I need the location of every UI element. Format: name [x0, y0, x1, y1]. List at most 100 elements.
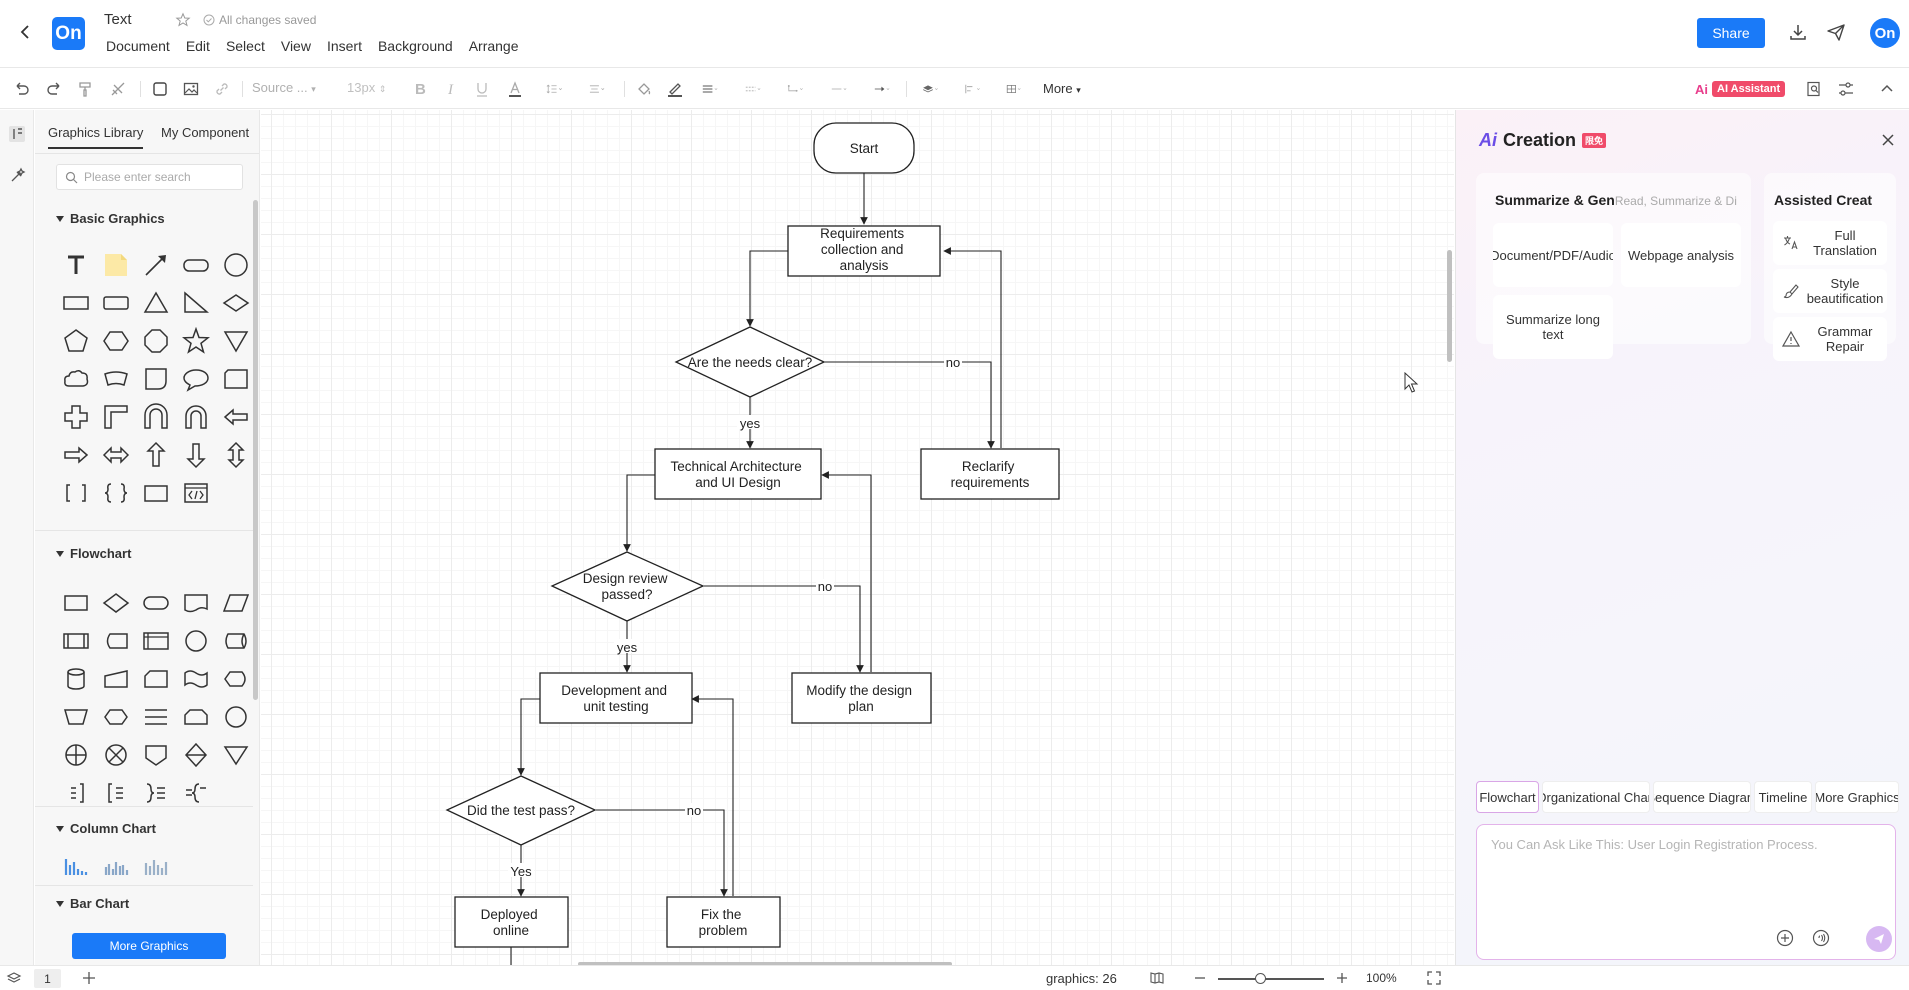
rectangle-shape[interactable]	[56, 284, 96, 322]
magic-icon[interactable]	[7, 166, 27, 186]
edge-test-fix[interactable]	[596, 809, 728, 897]
on-page-connector-shape[interactable]	[216, 698, 256, 736]
diamond-shape[interactable]	[216, 284, 256, 322]
edge-review-modify[interactable]	[704, 585, 864, 673]
triangle-shape[interactable]	[136, 284, 176, 322]
sort-shape[interactable]	[176, 736, 216, 774]
zoom-slider-handle[interactable]	[1254, 973, 1266, 984]
edge-modify-tech[interactable]	[821, 471, 872, 672]
chip-flowchart[interactable]: Flowchart	[1476, 781, 1539, 813]
down-arrow-shape[interactable]	[176, 436, 216, 474]
node-reclarify[interactable]: Reclarify requirements	[920, 448, 1060, 500]
line-color-button[interactable]	[665, 79, 685, 99]
left-arrow-shape[interactable]	[216, 398, 256, 436]
italic-button[interactable]: I	[441, 79, 461, 99]
fullscreen-icon[interactable]	[1426, 970, 1442, 986]
menu-edit[interactable]: Edit	[185, 38, 210, 54]
send-icon[interactable]	[1826, 22, 1846, 42]
rounded-rect2-shape[interactable]	[96, 284, 136, 322]
manual-operation-shape[interactable]	[56, 698, 96, 736]
chip-more-graphics[interactable]: More Graphics	[1815, 781, 1899, 813]
canvas-vertical-scrollbar[interactable]	[1447, 250, 1452, 362]
node-start[interactable]: Start	[813, 122, 915, 174]
text-shape[interactable]	[56, 246, 96, 284]
process-shape[interactable]	[56, 584, 96, 622]
line-width-button[interactable]	[695, 79, 725, 99]
pentagon-shape[interactable]	[56, 322, 96, 360]
tile-summarize-long-text[interactable]: Summarize long text	[1493, 295, 1613, 359]
ai-assistant-button[interactable]: Ai AI Assistant	[1695, 79, 1786, 99]
zoom-in-icon[interactable]	[1334, 970, 1350, 986]
collapse-toolbar-button[interactable]	[1877, 79, 1897, 99]
ellipse-callout-shape[interactable]	[176, 360, 216, 398]
font-family-select[interactable]: Source ... ▾	[252, 80, 316, 95]
clear-format-button[interactable]	[108, 79, 128, 99]
node-fix-problem[interactable]: Fix the problem	[666, 896, 781, 948]
vertical-double-arrow-shape[interactable]	[216, 436, 256, 474]
page-tab[interactable]: 1	[34, 969, 61, 988]
more-graphics-button[interactable]: More Graphics	[72, 933, 226, 959]
tab-graphics-library[interactable]: Graphics Library	[48, 125, 144, 149]
braces-shape[interactable]	[96, 474, 136, 512]
panel-scrollbar[interactable]	[253, 200, 258, 700]
node-test-pass[interactable]: Did the test pass?	[445, 775, 597, 846]
align-button[interactable]	[958, 79, 988, 99]
annotation-right-shape[interactable]	[56, 774, 96, 812]
node-modify-plan[interactable]: Modify the design plan	[791, 672, 932, 724]
bold-button[interactable]: B	[410, 79, 430, 99]
image-tool[interactable]	[181, 79, 201, 99]
right-arrow-shape[interactable]	[56, 436, 96, 474]
hexagon-shape[interactable]	[96, 322, 136, 360]
layer-button[interactable]	[916, 79, 946, 99]
rounded-rect-shape[interactable]	[176, 246, 216, 284]
edge-tech-review[interactable]	[623, 474, 655, 552]
share-button[interactable]: Share	[1697, 18, 1765, 48]
star-icon[interactable]	[175, 12, 191, 28]
document-title[interactable]: Text	[104, 11, 132, 28]
canvas-horizontal-scrollbar[interactable]	[578, 962, 952, 966]
off-page-shape[interactable]	[136, 736, 176, 774]
menu-insert[interactable]: Insert	[326, 38, 362, 54]
avatar[interactable]: On	[1870, 18, 1900, 48]
download-icon[interactable]	[1788, 22, 1808, 42]
data-shape[interactable]	[216, 584, 256, 622]
manual-input-shape[interactable]	[96, 660, 136, 698]
zoom-out-icon[interactable]	[1192, 970, 1208, 986]
back-arrow-icon[interactable]	[16, 22, 36, 42]
tile-webpage-analysis[interactable]: Webpage analysis	[1621, 223, 1741, 287]
section-bar-chart[interactable]: Bar Chart	[56, 896, 129, 911]
send-button[interactable]	[1866, 926, 1892, 952]
circle-shape[interactable]	[216, 246, 256, 284]
right-triangle-shape[interactable]	[176, 284, 216, 322]
cross-shape[interactable]	[56, 398, 96, 436]
card-shape[interactable]	[136, 660, 176, 698]
section-column-chart[interactable]: Column Chart	[56, 821, 156, 836]
stored-data-shape[interactable]	[96, 622, 136, 660]
zoom-slider-track[interactable]	[1218, 978, 1324, 980]
terminator-shape[interactable]	[136, 584, 176, 622]
display-shape[interactable]	[216, 660, 256, 698]
brace-right-shape[interactable]	[136, 774, 176, 812]
direct-data-shape[interactable]	[216, 622, 256, 660]
line-shape[interactable]	[136, 246, 176, 284]
font-color-button[interactable]	[505, 79, 525, 99]
cloud-shape[interactable]	[56, 360, 96, 398]
connector-type-button[interactable]	[781, 79, 811, 99]
app-logo[interactable]: On	[52, 17, 85, 50]
chip-sequence-diagram[interactable]: Sequence Diagram	[1653, 781, 1751, 813]
book-icon[interactable]	[1149, 970, 1165, 986]
text-align-button[interactable]	[583, 79, 611, 99]
loop-limit-shape[interactable]	[176, 698, 216, 736]
underline-button[interactable]	[472, 79, 492, 99]
layers-icon[interactable]	[6, 970, 22, 986]
undo-button[interactable]	[12, 79, 32, 99]
column-chart-3[interactable]	[136, 848, 176, 886]
search-input[interactable]	[84, 170, 234, 184]
zoom-percent[interactable]: 100%	[1366, 971, 1397, 985]
section-basic-graphics[interactable]: Basic Graphics	[56, 211, 165, 226]
octagon-shape[interactable]	[136, 322, 176, 360]
up-arrow-shape[interactable]	[136, 436, 176, 474]
leaf-shape[interactable]	[136, 360, 176, 398]
chip-organizational-chart[interactable]: Organizational Chart	[1542, 781, 1650, 813]
